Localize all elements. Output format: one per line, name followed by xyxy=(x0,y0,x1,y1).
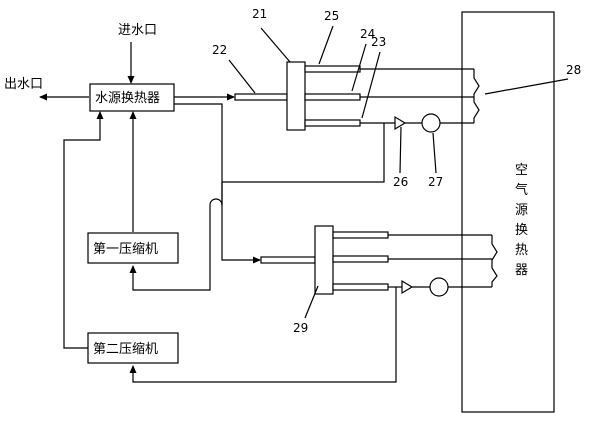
air-heat-exchanger-char-4: 换 xyxy=(515,223,528,238)
callout-21: 21 xyxy=(252,7,267,21)
lower-feed-line xyxy=(174,103,261,264)
callout-22: 22 xyxy=(212,43,227,57)
upper-distributor xyxy=(174,61,480,133)
upper-pump-icon xyxy=(421,113,441,133)
callout-27: 27 xyxy=(428,175,443,189)
upper-branch-pipe-3 xyxy=(304,119,361,127)
compressor-2-label: 第二压缩机 xyxy=(93,341,158,357)
air-heat-exchanger-char-6: 器 xyxy=(515,263,528,278)
upper-coil-break-icon xyxy=(473,69,480,123)
compressor-2-discharge-line xyxy=(63,111,104,349)
leader-21 xyxy=(260,27,291,63)
lower-inlet-pipe xyxy=(260,256,316,264)
upper-return-to-compressor-1 xyxy=(129,198,223,291)
callout-26: 26 xyxy=(393,175,408,189)
water-source-heat-exchanger: 水源换热器 xyxy=(89,83,175,112)
callout-29: 29 xyxy=(293,321,308,335)
leader-26 xyxy=(399,126,402,174)
upper-branch-pipe-2 xyxy=(304,93,361,101)
leader-27 xyxy=(432,132,437,174)
lower-branch-pipe-3 xyxy=(332,283,389,291)
upper-branch-pipe-1 xyxy=(304,65,361,73)
lower-header xyxy=(314,225,334,295)
air-source-heat-exchanger: 空 气 源 换 热 器 xyxy=(461,11,555,413)
callout-23: 23 xyxy=(371,35,386,49)
air-heat-exchanger-char-1: 空 xyxy=(515,163,528,178)
callout-25: 25 xyxy=(324,9,339,23)
callout-24: 24 xyxy=(360,27,375,41)
compressor-1: 第一压缩机 xyxy=(87,232,179,264)
lower-pump-icon xyxy=(429,277,449,297)
leader-29 xyxy=(304,285,319,319)
upper-inlet-pipe xyxy=(234,93,288,101)
water-heat-exchanger-label: 水源换热器 xyxy=(95,91,160,106)
upper-header xyxy=(286,61,306,131)
leader-22 xyxy=(228,59,256,94)
lower-coil-break-icon xyxy=(491,235,498,287)
water-inlet: 进水口 xyxy=(118,23,157,84)
compressor-2: 第二压缩机 xyxy=(87,332,179,364)
water-outlet-label: 出水口 xyxy=(4,77,43,92)
water-outlet: 出水口 xyxy=(4,77,89,101)
air-heat-exchanger-char-3: 源 xyxy=(515,203,528,218)
air-heat-exchanger-char-5: 热 xyxy=(515,243,528,258)
lower-distributor xyxy=(260,225,498,297)
compressor-1-label: 第一压缩机 xyxy=(93,241,158,257)
lower-branch-pipe-2 xyxy=(332,255,389,263)
leader-23 xyxy=(361,51,381,119)
upper-expansion-valve-icon xyxy=(394,115,407,131)
leader-25 xyxy=(318,25,334,65)
lower-expansion-valve-icon xyxy=(401,279,414,295)
lower-branch-pipe-1 xyxy=(332,231,389,239)
lower-return-line xyxy=(129,287,397,383)
upper-return-line xyxy=(221,123,385,205)
water-inlet-label: 进水口 xyxy=(118,23,157,38)
air-heat-exchanger-char-2: 气 xyxy=(515,182,528,198)
leader-24 xyxy=(351,43,367,92)
callout-28: 28 xyxy=(566,63,581,77)
leader-28 xyxy=(484,78,569,95)
